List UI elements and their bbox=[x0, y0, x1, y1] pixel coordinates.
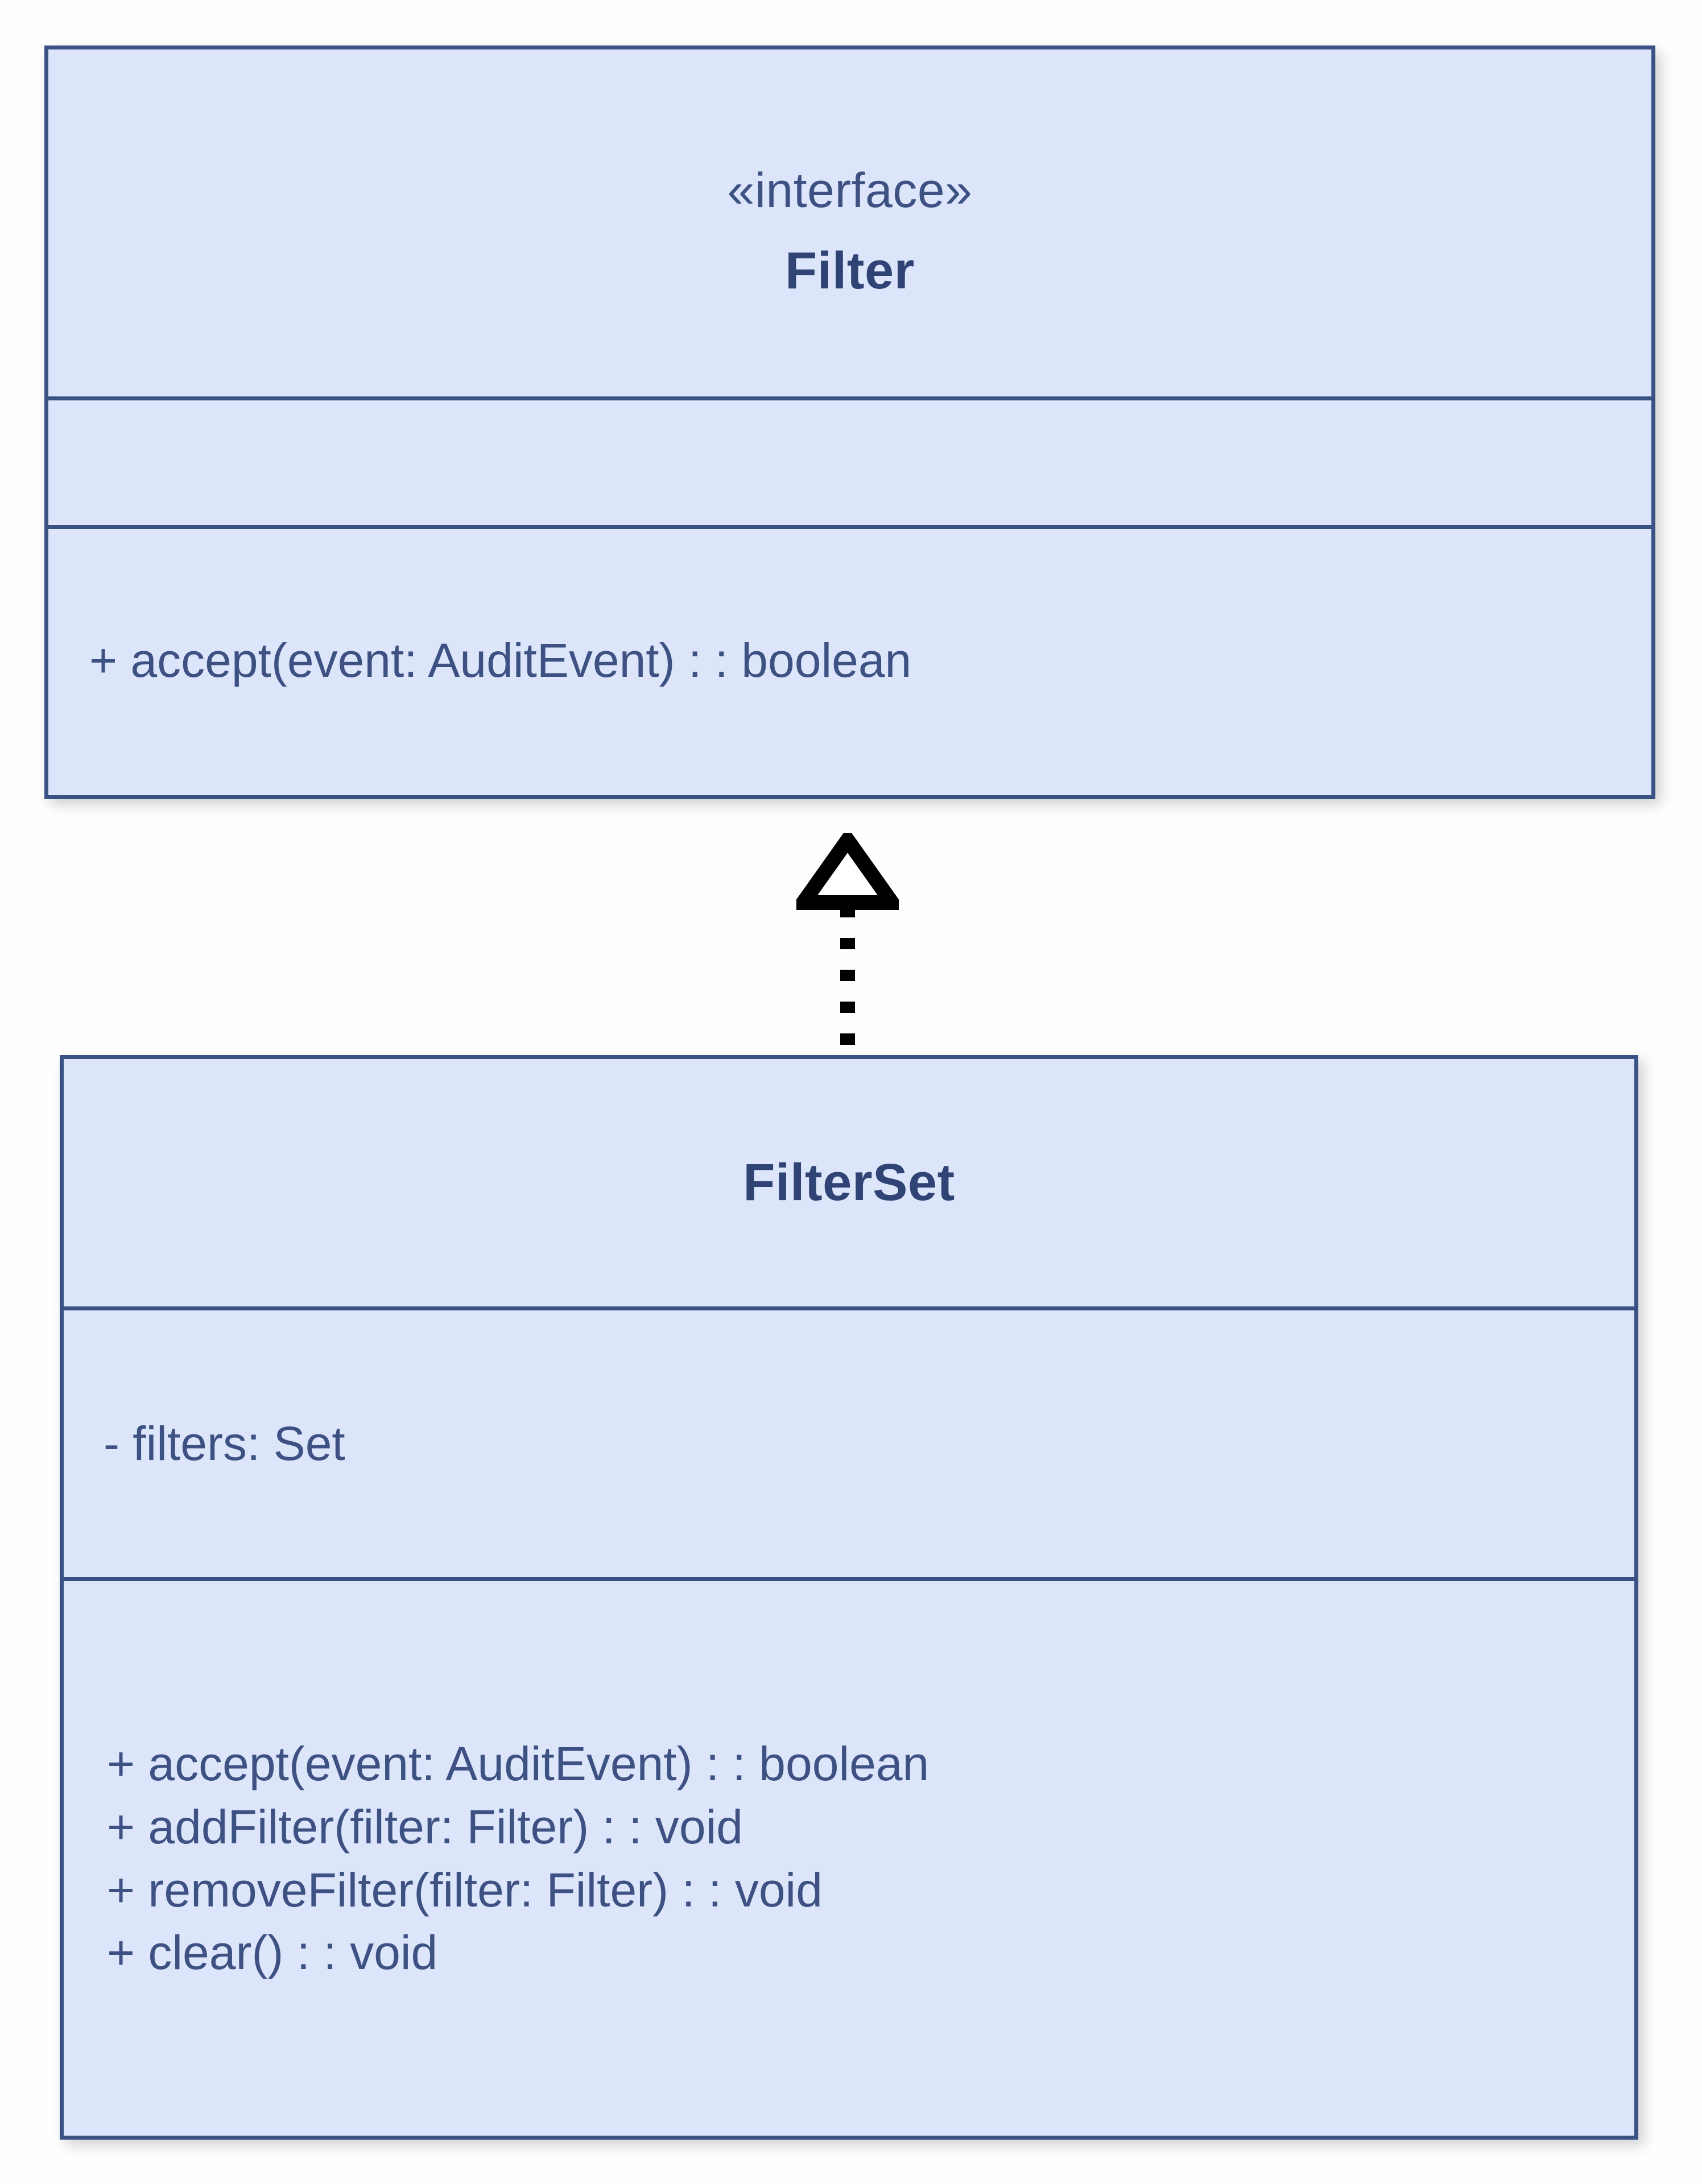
hollow-triangle-arrowhead bbox=[796, 833, 899, 910]
attribute-item: - filters: Set bbox=[104, 1417, 345, 1471]
method-list: + accept(event: AuditEvent) : : boolean bbox=[48, 629, 1651, 692]
method-item: + accept(event: AuditEvent) : : boolean bbox=[107, 1736, 930, 1790]
class-attributes-filterset: - filters: Set bbox=[64, 1306, 1634, 1577]
method-item: + accept(event: AuditEvent) : : boolean bbox=[89, 633, 912, 687]
method-item: + clear() : : void bbox=[107, 1926, 438, 1980]
class-methods-filterset: + accept(event: AuditEvent) : : boolean … bbox=[64, 1577, 1634, 2136]
class-name: Filter bbox=[785, 241, 915, 300]
method-item: + removeFilter(filter: Filter) : : void bbox=[107, 1863, 823, 1917]
class-name: FilterSet bbox=[743, 1153, 955, 1212]
method-list: + accept(event: AuditEvent) : : boolean … bbox=[64, 1732, 1634, 1985]
class-stereotype: «interface» bbox=[727, 163, 973, 218]
attribute-list: - filters: Set bbox=[64, 1412, 1634, 1475]
class-methods-filter: + accept(event: AuditEvent) : : boolean bbox=[48, 525, 1651, 792]
method-item: + addFilter(filter: Filter) : : void bbox=[107, 1800, 743, 1854]
class-header-filter: «interface» Filter bbox=[48, 49, 1651, 396]
class-box-filterset[interactable]: FilterSet - filters: Set + accept(event:… bbox=[60, 1055, 1638, 2140]
class-box-filter[interactable]: «interface» Filter + accept(event: Audit… bbox=[44, 46, 1655, 799]
class-attributes-filter bbox=[48, 396, 1651, 525]
class-header-filterset: FilterSet bbox=[64, 1059, 1634, 1306]
realization-connector bbox=[796, 833, 899, 1061]
